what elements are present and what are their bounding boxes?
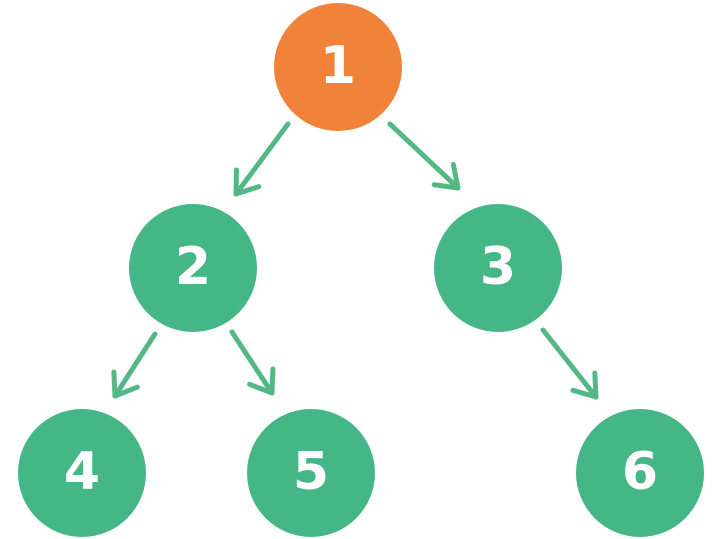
node-label: 6 (622, 442, 658, 502)
nodes-layer: 1 2 3 4 5 6 (18, 3, 704, 537)
tree-node-3: 3 (434, 204, 562, 332)
tree-node-4: 4 (18, 409, 146, 537)
node-circle (18, 409, 146, 537)
tree-node-1: 1 (274, 3, 402, 131)
edge-arrow-n1-n2 (233, 121, 291, 197)
edges-layer (111, 121, 599, 400)
node-circle (434, 204, 562, 332)
edge-shaft (112, 331, 158, 399)
edge-shaft (233, 121, 291, 197)
root-node-circle (274, 3, 402, 131)
node-label: 2 (175, 237, 211, 297)
node-label: 1 (320, 36, 356, 96)
edge-arrow-n2-n4 (111, 331, 158, 399)
node-circle (129, 204, 257, 332)
edge-arrow-n2-n5 (229, 329, 276, 396)
tree-node-6: 6 (576, 409, 704, 537)
edge-shaft (540, 327, 599, 400)
edge-arrowhead (111, 369, 140, 399)
node-label: 3 (480, 237, 516, 297)
node-label: 4 (64, 442, 100, 502)
edge-arrow-n1-n3 (387, 121, 461, 191)
tree-node-5: 5 (247, 409, 375, 537)
edge-arrowhead (247, 366, 276, 396)
node-circle (247, 409, 375, 537)
node-circle (576, 409, 704, 537)
edge-arrowhead (431, 161, 461, 191)
edge-shaft (387, 121, 461, 191)
edge-arrowhead (233, 167, 262, 197)
tree-node-2: 2 (129, 204, 257, 332)
node-label: 5 (293, 442, 329, 502)
edge-shaft (229, 329, 275, 396)
edge-arrow-n3-n6 (540, 327, 599, 400)
edge-arrowhead (570, 370, 599, 400)
